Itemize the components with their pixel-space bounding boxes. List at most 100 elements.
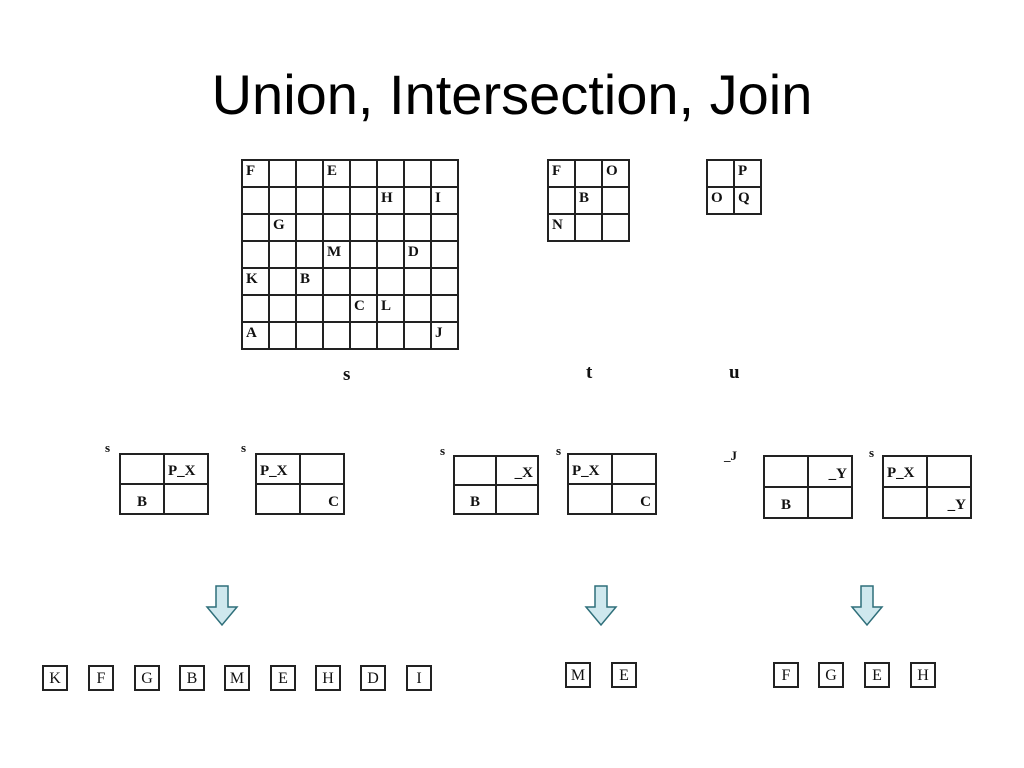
grid-cell-letter (378, 169, 381, 172)
down-arrow-icon (584, 585, 618, 627)
pattern-cell-text (809, 501, 851, 505)
pattern-cell: P_X (163, 453, 209, 485)
grid-cell (376, 159, 405, 188)
grid-cell-letter (432, 304, 435, 307)
pattern-cell: P_X (255, 453, 301, 485)
grid-cell-letter: Q (738, 190, 750, 206)
grid-cell-letter (243, 304, 246, 307)
grid-cell (601, 186, 630, 215)
grid-cell (349, 267, 378, 296)
grid-cell-letter (324, 304, 327, 307)
grid-cell (430, 159, 459, 188)
pattern-cell-text: C (640, 493, 651, 510)
pattern-cell-text (165, 497, 207, 501)
grid-cell (601, 213, 630, 242)
grid-cell (430, 294, 459, 323)
pattern-cell-text (928, 470, 970, 474)
result-intersection-box: M (565, 662, 591, 688)
grid-cell (322, 267, 351, 296)
pattern-4-label: s (556, 443, 562, 458)
grid-cell-letter (324, 331, 327, 334)
grid-cell: H (376, 186, 405, 215)
grid-cell-letter (351, 331, 354, 334)
grid-cell-letter (405, 304, 408, 307)
grid-cell: O (706, 186, 735, 215)
grid-cell-letter (297, 169, 300, 172)
grid-cell-letter: B (300, 271, 311, 287)
grid-cell (295, 213, 324, 242)
grid-cell: O (601, 159, 630, 188)
grid-cell (268, 294, 297, 323)
pattern-cell (763, 455, 809, 488)
grid-cell: J (430, 321, 459, 350)
grid-cell-letter (270, 196, 273, 199)
grid-cell: Q (733, 186, 762, 215)
pattern-5-label: _J (724, 448, 737, 463)
pattern-cell-text: B (136, 493, 147, 510)
grid-cell-letter: A (246, 325, 257, 341)
grid-cell-letter: L (381, 298, 392, 314)
grid-cell-letter (243, 250, 246, 253)
result-intersection-box: E (611, 662, 637, 688)
pattern-cell-text (569, 497, 611, 501)
grid-cell: L (376, 294, 405, 323)
grid-cell (349, 240, 378, 269)
grid-cell-letter (378, 223, 381, 226)
grid-cell-letter (351, 169, 354, 172)
grid-cell (322, 186, 351, 215)
grid-cell-letter (324, 196, 327, 199)
grid-cell-letter (378, 277, 381, 280)
grid-cell-letter: F (552, 163, 562, 179)
grid-cell-letter (576, 223, 579, 226)
pattern-cell (807, 486, 853, 519)
grid-cell: N (547, 213, 576, 242)
grid-cell: F (241, 159, 270, 188)
result-join-box: G (818, 662, 844, 688)
down-arrow-icon (205, 585, 239, 627)
pattern-cell-text: P_X (887, 465, 915, 481)
pattern-cell: _Y (926, 486, 972, 519)
grid-cell-letter (378, 331, 381, 334)
grid-cell-letter (351, 196, 354, 199)
grid-cell-letter: M (327, 244, 342, 260)
result-union-box: K (42, 665, 68, 691)
grid-cell (349, 321, 378, 350)
pattern-cell-text (613, 467, 655, 471)
pattern-cell-text: P_X (572, 462, 600, 479)
pattern-6-label: s (869, 445, 875, 460)
result-union-box: I (406, 665, 432, 691)
grid-u-caption: u (729, 362, 740, 383)
pattern-cell (453, 455, 497, 486)
grid-cell-letter: C (354, 298, 365, 314)
pattern-3-label: s (440, 443, 446, 458)
grid-cell (430, 240, 459, 269)
grid-cell-letter: N (552, 217, 563, 233)
grid-cell (430, 267, 459, 296)
grid-cell-letter (351, 277, 354, 280)
grid-cell (268, 186, 297, 215)
pattern-cell: P_X (567, 453, 613, 485)
grid-cell (349, 186, 378, 215)
pattern-cell-text: C (328, 493, 339, 510)
grid-cell-letter (297, 331, 300, 334)
grid-cell (403, 294, 432, 323)
result-union-box: G (134, 665, 160, 691)
grid-cell-letter (324, 277, 327, 280)
pattern-cell (255, 483, 301, 515)
grid-cell (349, 213, 378, 242)
grid-cell (268, 240, 297, 269)
grid-cell (376, 240, 405, 269)
grid-cell (376, 213, 405, 242)
grid-cell (574, 159, 603, 188)
result-union-box: B (179, 665, 205, 691)
grid-cell-letter: B (579, 190, 590, 206)
grid-cell: B (574, 186, 603, 215)
grid-cell-letter (243, 223, 246, 226)
grid-cell-letter (378, 250, 381, 253)
grid-cell-letter (270, 250, 273, 253)
grid-cell-letter (270, 169, 273, 172)
grid-cell-letter: E (327, 163, 338, 179)
grid-cell (241, 240, 270, 269)
